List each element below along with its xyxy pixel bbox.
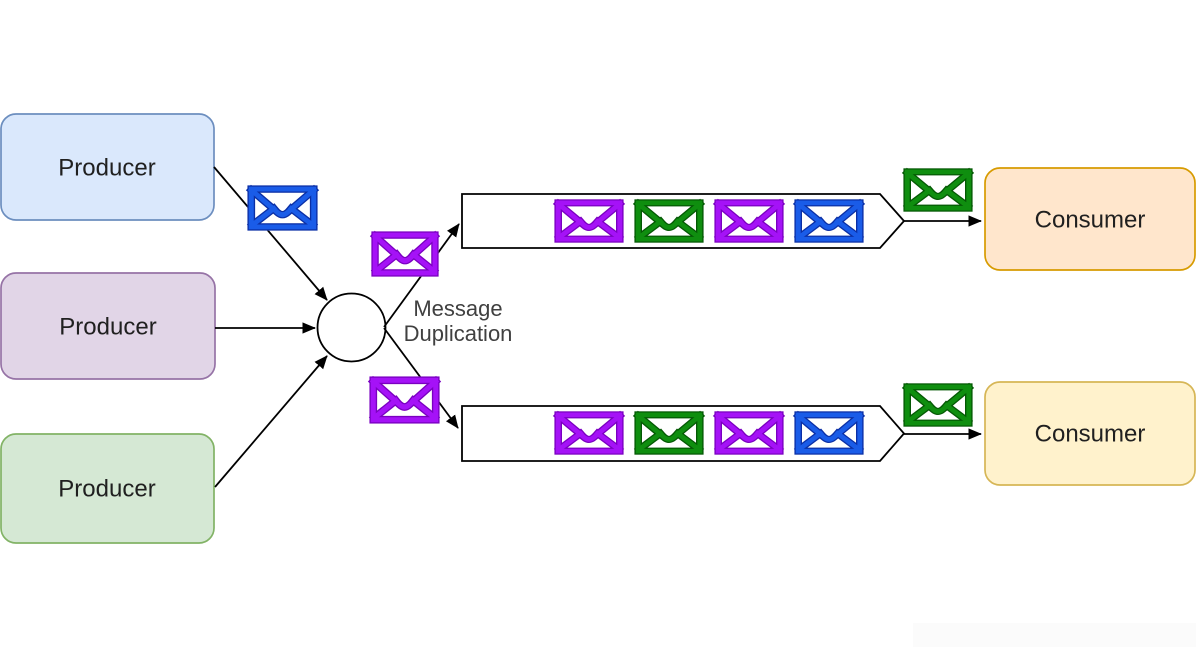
consumer-box-2: Consumer (984, 381, 1196, 486)
envelope-icon (554, 411, 623, 454)
arrow-producer1-to-node (213, 166, 328, 301)
producer-box-2: Producer (0, 272, 216, 380)
envelope-icon (794, 411, 863, 454)
envelope-icon (903, 168, 972, 211)
envelope-icon (903, 383, 972, 426)
envelope-icon (369, 376, 439, 423)
consumer-1-label: Consumer (1035, 206, 1146, 233)
envelope-icon (714, 199, 783, 242)
duplication-label-line1: Message (413, 296, 502, 321)
envelope-icon (634, 199, 703, 242)
consumer-2-label: Consumer (1035, 420, 1146, 447)
envelope-icon (794, 199, 863, 242)
producer-3-label: Producer (58, 475, 155, 502)
producer-2-label: Producer (59, 313, 156, 340)
envelope-icon (714, 411, 783, 454)
envelope-icon (554, 199, 623, 242)
producer-box-3: Producer (0, 433, 215, 544)
producer-box-3-shape (0, 433, 215, 544)
consumer-box-2-shape (984, 381, 1196, 486)
duplication-label-line2: Duplication (404, 321, 513, 346)
producer-box-2-shape (0, 272, 216, 380)
envelope-icon (371, 231, 438, 277)
envelope-icon (634, 411, 703, 454)
watermark-area (913, 623, 1196, 647)
consumer-box-1-shape (984, 167, 1196, 271)
message-duplication-node (316, 292, 387, 363)
envelope-icon (247, 185, 317, 230)
producer-box-1: Producer (0, 113, 215, 221)
arrow-producer3-to-node (214, 355, 328, 488)
consumer-box-1: Consumer (984, 167, 1196, 271)
producer-1-label: Producer (58, 154, 155, 181)
